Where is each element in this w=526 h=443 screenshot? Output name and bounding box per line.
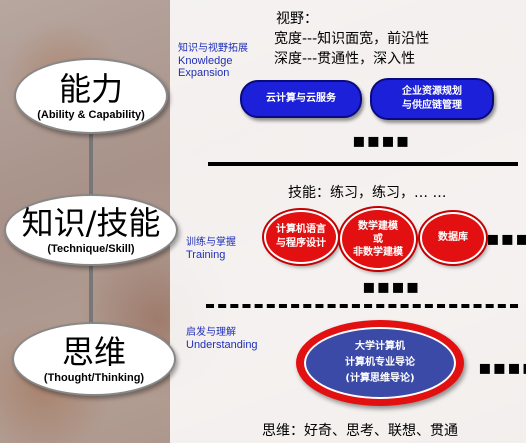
training-label-cn: 训练与掌握 — [186, 237, 236, 248]
divider-bottom — [206, 304, 518, 308]
expansion-label-en1: Knowledge — [178, 55, 233, 67]
expansion-label: 知识与视野拓展 Knowledge Expansion — [178, 43, 248, 79]
intro-course-badge: 大学计算机 计算机专业导论 (计算思维导论) — [304, 327, 456, 399]
modeling-course-line2: 或 — [373, 233, 383, 245]
skill-subtitle: (Technique/Skill) — [47, 243, 135, 255]
cloud-course-pill: 云计算与云服务 — [240, 80, 362, 118]
modeling-course-line3: 非数学建模 — [353, 246, 403, 258]
cloud-course-label: 云计算与云服务 — [266, 93, 336, 104]
vision-depth: 深度---贯通性，深入性 — [274, 51, 416, 67]
thinking-note: 思维：好奇、思考、联想、贯通 — [262, 423, 458, 439]
expansion-label-en2: Expansion — [178, 67, 230, 79]
training-label-en: Training — [186, 249, 226, 261]
intro-course-line2: 计算机专业导论 — [345, 357, 415, 368]
database-course-label: 数据库 — [438, 232, 468, 243]
ability-title: 能力 — [58, 70, 123, 108]
programming-course-line1: 计算机语言 — [276, 224, 326, 235]
modeling-course-pill: 数学建模 或 非数学建模 — [340, 208, 416, 270]
skill-title: 知识/技能 — [21, 204, 161, 242]
intro-course-line3: (计算思维导论) — [345, 373, 415, 384]
skill-note: 技能：练习，练习，… … — [288, 185, 447, 201]
programming-course-line2: 与程序设计 — [276, 238, 326, 249]
skill-node: 知识/技能 (Technique/Skill) — [4, 194, 178, 266]
intro-course-ring: 大学计算机 计算机专业导论 (计算思维导论) — [296, 320, 464, 406]
programming-course-pill: 计算机语言 与程序设计 — [264, 210, 338, 264]
understanding-label-en: Understanding — [186, 339, 258, 351]
vision-title: 视野： — [276, 11, 318, 27]
divider-top — [208, 162, 518, 166]
connector-top — [89, 128, 93, 196]
erp-course-line1: 企业资源规划 — [402, 86, 462, 97]
intro-course-line1: 大学计算机 — [355, 341, 405, 352]
modeling-course-line1: 数学建模 — [358, 220, 398, 232]
ellipsis-thinking: ▪▪▪▪ — [478, 355, 526, 379]
understanding-label: 启发与理解 Understanding — [186, 327, 258, 351]
database-course-pill: 数据库 — [420, 212, 486, 264]
thinking-node: 思维 (Thought/Thinking) — [12, 322, 176, 396]
ellipsis-skill-bottom: ▪▪▪▪ — [362, 274, 421, 298]
ellipsis-skill-right: ▪▪▪▪ — [486, 226, 526, 250]
vision-breadth: 宽度---知识面宽，前沿性 — [274, 31, 430, 47]
erp-course-line2: 与供应链管理 — [402, 100, 462, 111]
expansion-label-cn: 知识与视野拓展 — [178, 43, 248, 54]
thinking-subtitle: (Thought/Thinking) — [43, 372, 145, 384]
thinking-title: 思维 — [61, 333, 126, 371]
understanding-label-cn: 启发与理解 — [186, 327, 236, 338]
erp-course-pill: 企业资源规划 与供应链管理 — [370, 78, 494, 120]
connector-bottom — [89, 258, 93, 324]
training-label: 训练与掌握 Training — [186, 237, 236, 261]
ability-subtitle: (Ability & Capability) — [37, 109, 145, 121]
ability-node: 能力 (Ability & Capability) — [14, 58, 168, 134]
ellipsis-ability: ▪▪▪▪ — [352, 128, 411, 152]
